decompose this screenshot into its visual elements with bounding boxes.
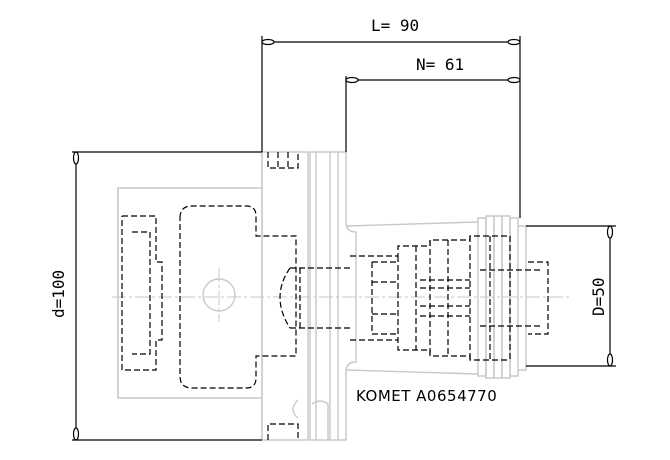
nose-outline — [477, 215, 527, 379]
small-diameter-label: D=50 — [589, 277, 608, 316]
dimension-D — [526, 225, 616, 367]
n-length-label: N= 61 — [416, 55, 464, 74]
flange-bottom-notch — [292, 399, 329, 440]
dimension-N — [345, 76, 521, 152]
dimension-d — [72, 151, 262, 441]
large-diameter-label: d=100 — [49, 270, 68, 318]
shank-outline — [117, 152, 263, 440]
internal-hidden-lines — [121, 152, 549, 440]
neck-outline — [345, 221, 479, 375]
flange-outline — [261, 151, 357, 441]
length-label: L= 90 — [371, 16, 419, 35]
dimension-L — [261, 36, 521, 218]
part-number-label: KOMET A0654770 — [356, 387, 497, 405]
